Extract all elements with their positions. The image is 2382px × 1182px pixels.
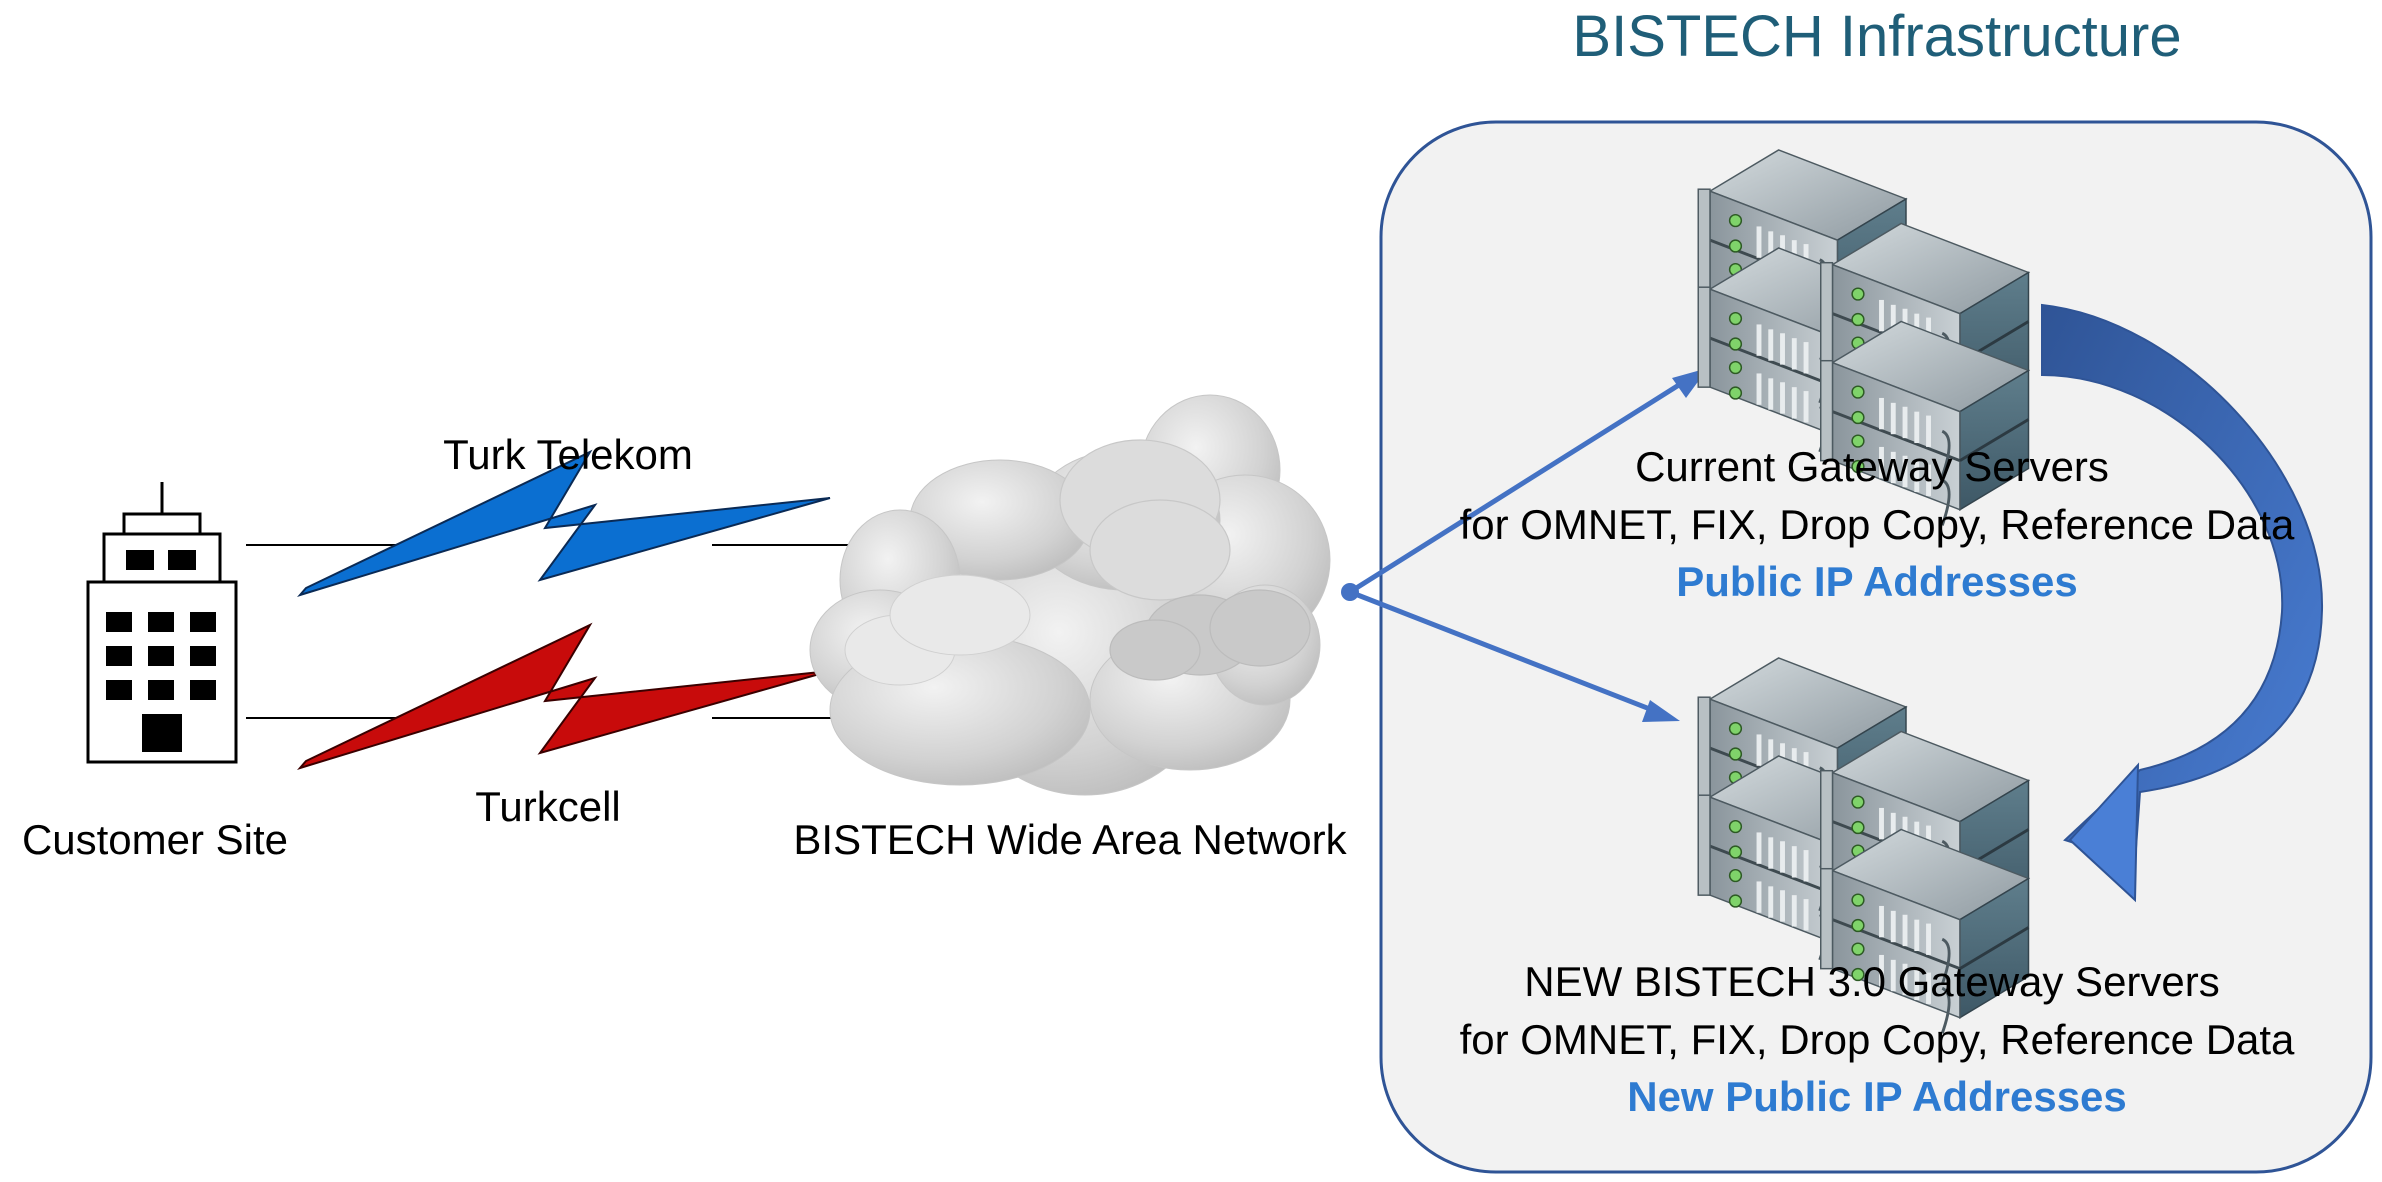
turk-telekom-link-icon [297, 449, 831, 597]
turk-telekom-label: Turk Telekom [443, 431, 693, 478]
current-gateway-ip-label: Public IP Addresses [1676, 558, 2078, 605]
wan-hub-arrows [1341, 368, 1708, 722]
current-gateway-services: for OMNET, FIX, Drop Copy, Reference Dat… [1459, 501, 2295, 548]
current-gateway-title: Current Gateway Servers [1635, 443, 2109, 490]
wan-label: BISTECH Wide Area Network [793, 816, 1347, 863]
customer-site-label: Customer Site [21, 816, 289, 863]
migration-arrow-icon [2041, 303, 2324, 864]
new-gateway-title: NEW BISTECH 3.0 Gateway Servers [1524, 958, 2220, 1005]
turkcell-label: Turkcell [475, 783, 621, 830]
migration-arrowhead-icon [2068, 762, 2140, 903]
infrastructure-title: BISTECH Infrastructure [1572, 4, 2182, 69]
wan-cloud-icon [809, 394, 1331, 796]
customer-building-icon [86, 482, 238, 764]
new-gateway-services: for OMNET, FIX, Drop Copy, Reference Dat… [1459, 1016, 2295, 1063]
turkcell-link-icon [297, 622, 831, 770]
new-gateway-ip-label: New Public IP Addresses [1627, 1073, 2127, 1120]
